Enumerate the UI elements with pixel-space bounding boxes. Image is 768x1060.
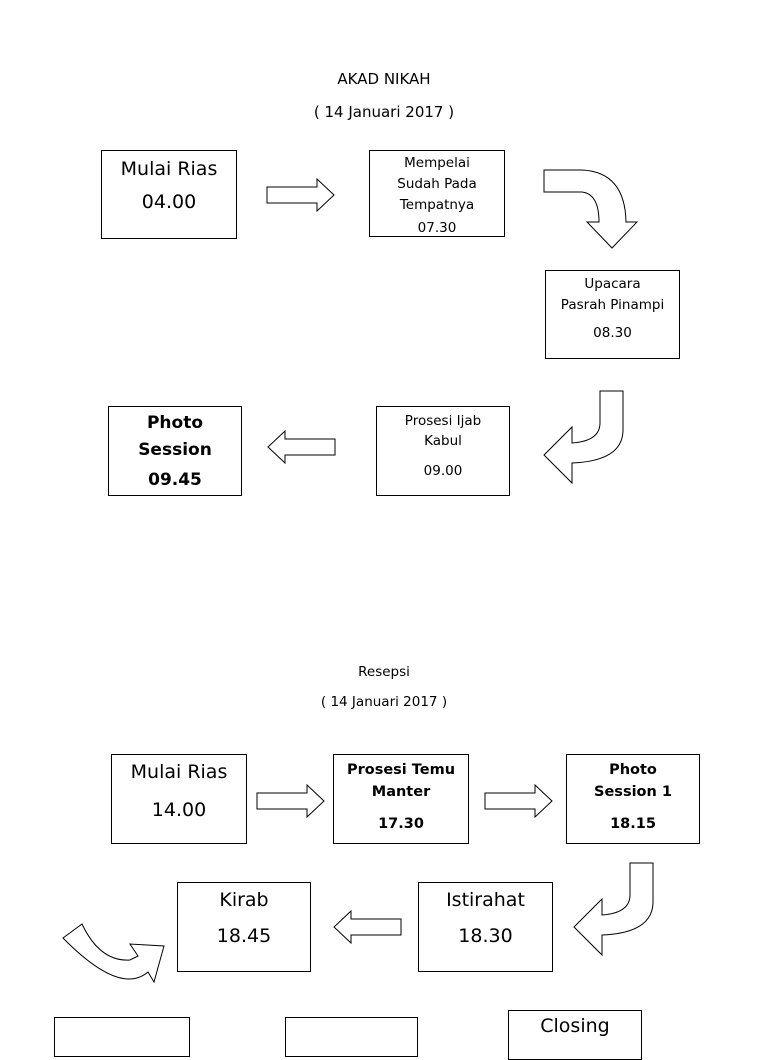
step-time: 09.00 xyxy=(423,463,463,479)
step-time: 04.00 xyxy=(141,191,197,213)
step-label: Mulai Rias xyxy=(120,158,218,180)
resepsi-step-kirab: Kirab 18.45 xyxy=(177,882,311,972)
step-label: Closing xyxy=(540,1015,610,1037)
resepsi-step-photo-session-1: Photo Session 1 18.15 xyxy=(566,754,700,844)
resepsi-title: Resepsi xyxy=(358,664,410,680)
step-time: 17.30 xyxy=(378,816,424,832)
left-arrow-icon xyxy=(333,910,402,944)
curved-left-arrow-icon xyxy=(543,390,624,485)
akad-step-mempelai: Mempelai Sudah Pada Tempatnya 07.30 xyxy=(369,150,505,237)
step-time: 07.30 xyxy=(417,220,457,236)
step-label: Upacara Pasrah Pinampi xyxy=(560,276,665,313)
step-label: Mempelai Sudah Pada Tempatnya xyxy=(397,155,477,213)
resepsi-date: ( 14 Januari 2017 ) xyxy=(320,694,448,710)
step-time: 18.45 xyxy=(216,925,272,947)
akad-date: ( 14 Januari 2017 ) xyxy=(313,103,455,121)
resepsi-step-bottom-middle xyxy=(285,1017,418,1057)
akad-title: AKAD NIKAH xyxy=(337,70,431,88)
akad-step-photo-session: Photo Session 09.45 xyxy=(108,406,242,496)
akad-step-ijab-kabul: Prosesi Ijab Kabul 09.00 xyxy=(376,406,510,496)
resepsi-step-istirahat: Istirahat 18.30 xyxy=(418,882,553,972)
step-time: 18.30 xyxy=(458,925,513,947)
right-arrow-icon xyxy=(484,784,553,818)
step-time: 18.15 xyxy=(610,816,656,832)
resepsi-step-mulai-rias: Mulai Rias 14.00 xyxy=(111,754,247,844)
resepsi-step-closing: Closing xyxy=(508,1010,642,1060)
curved-left-arrow-icon xyxy=(573,862,654,957)
curved-down-arrow-icon xyxy=(543,169,639,249)
akad-step-upacara: Upacara Pasrah Pinampi 08.30 xyxy=(545,270,680,359)
step-label: Kirab xyxy=(219,889,269,911)
step-label: Prosesi Ijab Kabul xyxy=(404,413,482,449)
step-label: Prosesi Temu Manter xyxy=(346,762,456,800)
resepsi-step-temu-manter: Prosesi Temu Manter 17.30 xyxy=(333,754,469,844)
step-label: Mulai Rias xyxy=(130,761,228,783)
step-label: Photo Session 1 xyxy=(594,762,672,800)
right-arrow-icon xyxy=(266,178,335,212)
step-time: 09.45 xyxy=(148,470,202,490)
step-label: Istirahat xyxy=(446,889,525,911)
curved-right-arrow-icon xyxy=(62,923,165,984)
step-time: 14.00 xyxy=(151,799,207,821)
step-time: 08.30 xyxy=(593,325,632,341)
step-label: Photo Session xyxy=(138,413,212,460)
right-arrow-icon xyxy=(256,784,325,818)
akad-step-mulai-rias: Mulai Rias 04.00 xyxy=(101,150,237,239)
resepsi-step-bottom-left xyxy=(54,1017,190,1057)
left-arrow-icon xyxy=(267,430,336,464)
